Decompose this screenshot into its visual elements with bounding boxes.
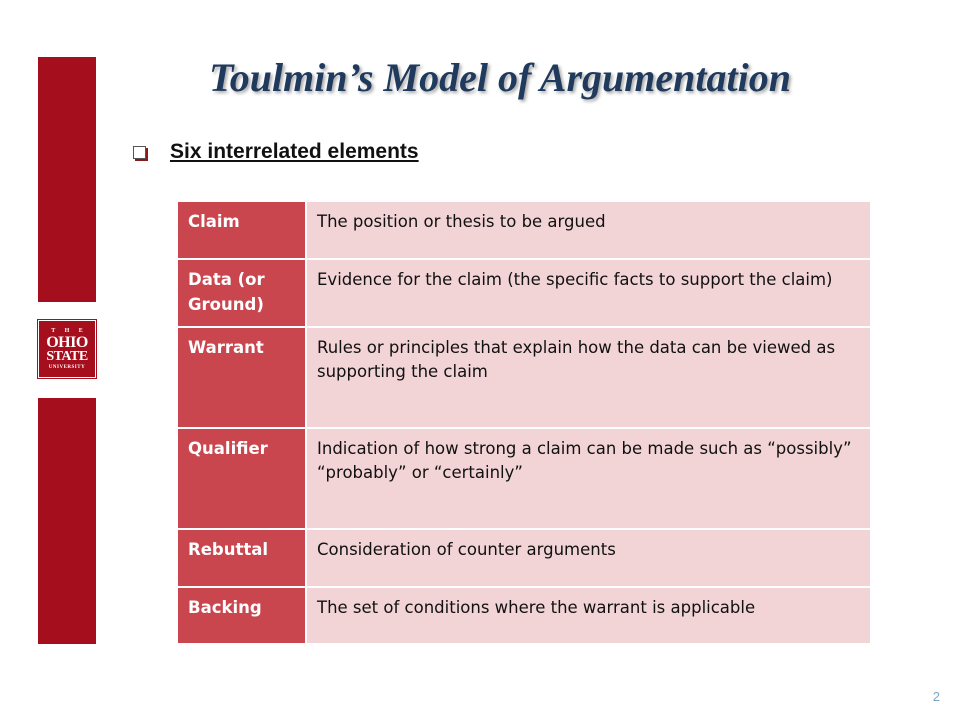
logo-line-the: T H E [51,328,87,334]
table-row-claim: Claim The position or thesis to be argue… [176,200,872,260]
term-cell: Qualifier [176,426,307,530]
description-cell: Consideration of counter arguments [305,527,872,588]
description-cell: Evidence for the claim (the specific fac… [305,258,872,328]
logo-line-state: STATE [46,349,88,364]
table-row-warrant: Warrant Rules or principles that explain… [176,325,872,429]
term-cell: Claim [176,200,307,260]
checkbox-bullet-icon [133,145,146,159]
side-bar-top [38,57,96,302]
bullet-text: Six interrelated elements [170,140,419,163]
elements-table: Claim The position or thesis to be argue… [176,200,872,645]
table-row-data: Data (or Ground) Evidence for the claim … [176,258,872,328]
term-cell: Rebuttal [176,527,307,588]
bullet-item: Six interrelated elements [133,140,419,164]
term-cell: Backing [176,585,307,645]
description-cell: Rules or principles that explain how the… [305,325,872,429]
slide-title: Toulmin’s Model of Argumentation [209,55,791,100]
table-row-rebuttal: Rebuttal Consideration of counter argume… [176,527,872,588]
term-cell: Data (or Ground) [176,258,307,328]
table-row-backing: Backing The set of conditions where the … [176,585,872,645]
table-row-qualifier: Qualifier Indication of how strong a cla… [176,426,872,530]
logo-line-university: UNIVERSITY [48,365,86,370]
side-bar-bottom [38,398,96,644]
description-cell: Indication of how strong a claim can be … [305,426,872,530]
logo-line-ohio: OHIO [46,334,88,351]
ohio-state-logo: T H E OHIO STATE UNIVERSITY [37,319,97,379]
description-cell: The position or thesis to be argued [305,200,872,260]
description-cell: The set of conditions where the warrant … [305,585,872,645]
page-number: 2 [932,689,940,704]
term-cell: Warrant [176,325,307,429]
